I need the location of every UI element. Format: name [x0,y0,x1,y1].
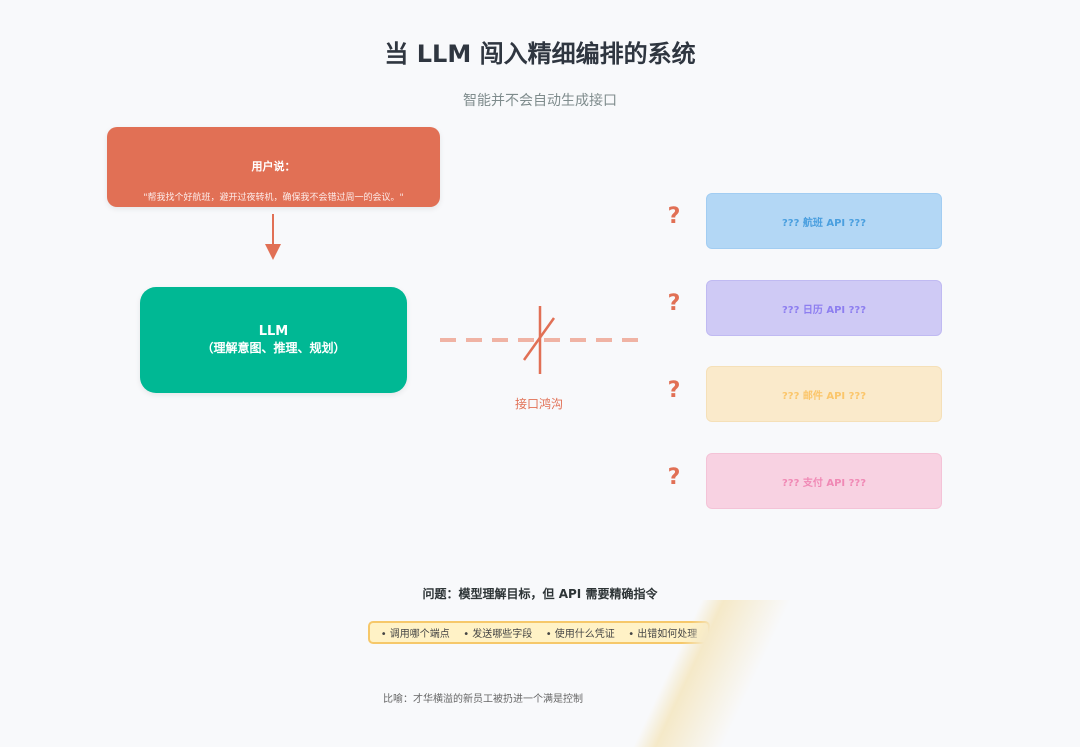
api-box-label: ??? 邮件 API ??? [781,390,867,402]
checklist-item: • 出错如何处理 [628,629,698,640]
page-title: 当 LLM 闯入精细编排的系统 [384,40,696,68]
question-mark-icon: ? [667,465,681,490]
question-mark-icon: ? [667,204,681,229]
page-subtitle: 智能并不会自动生成接口 [463,93,617,109]
llm-description: （理解意图、推理、规划） [201,341,346,355]
user-request-quote: "帮我找个好航班，避开过夜转机，确保我不会错过周一的会议。" [143,193,404,203]
checklist-item: • 使用什么凭证 [545,629,615,640]
question-mark-icon: ? [667,291,681,316]
gap-slash [522,317,556,361]
api-box-label: ??? 航班 API ??? [781,217,867,229]
api-box-label: ??? 支付 API ??? [781,477,867,489]
checklist-item: • 发送哪些字段 [463,629,533,640]
api-box-calendar: ??? 日历 API ??? [706,280,942,336]
requirements-checklist: • 调用哪个端点 • 发送哪些字段 • 使用什么凭证 • 出错如何处理 [368,621,710,644]
api-box-label: ??? 日历 API ??? [781,304,867,316]
problem-statement: 问题：模型理解目标，但 API 需要精确指令 [422,587,658,601]
analogy-text: 比喻：才华横溢的新员工被扔进一个满是控制 [383,694,583,705]
llm-name: LLM [258,324,289,339]
llm-box: LLM （理解意图、推理、规划） [140,287,407,393]
interface-gap-label: 接口鸿沟 [514,397,563,411]
user-request-heading: 用户说： [251,160,296,173]
user-request-box: 用户说： "帮我找个好航班，避开过夜转机，确保我不会错过周一的会议。" [107,127,440,207]
checklist-item: • 调用哪个端点 [380,629,450,640]
api-box-payment: ??? 支付 API ??? [706,453,942,509]
api-box-email: ??? 邮件 API ??? [706,366,942,422]
question-mark-icon: ? [667,378,681,403]
api-box-flight: ??? 航班 API ??? [706,193,942,249]
